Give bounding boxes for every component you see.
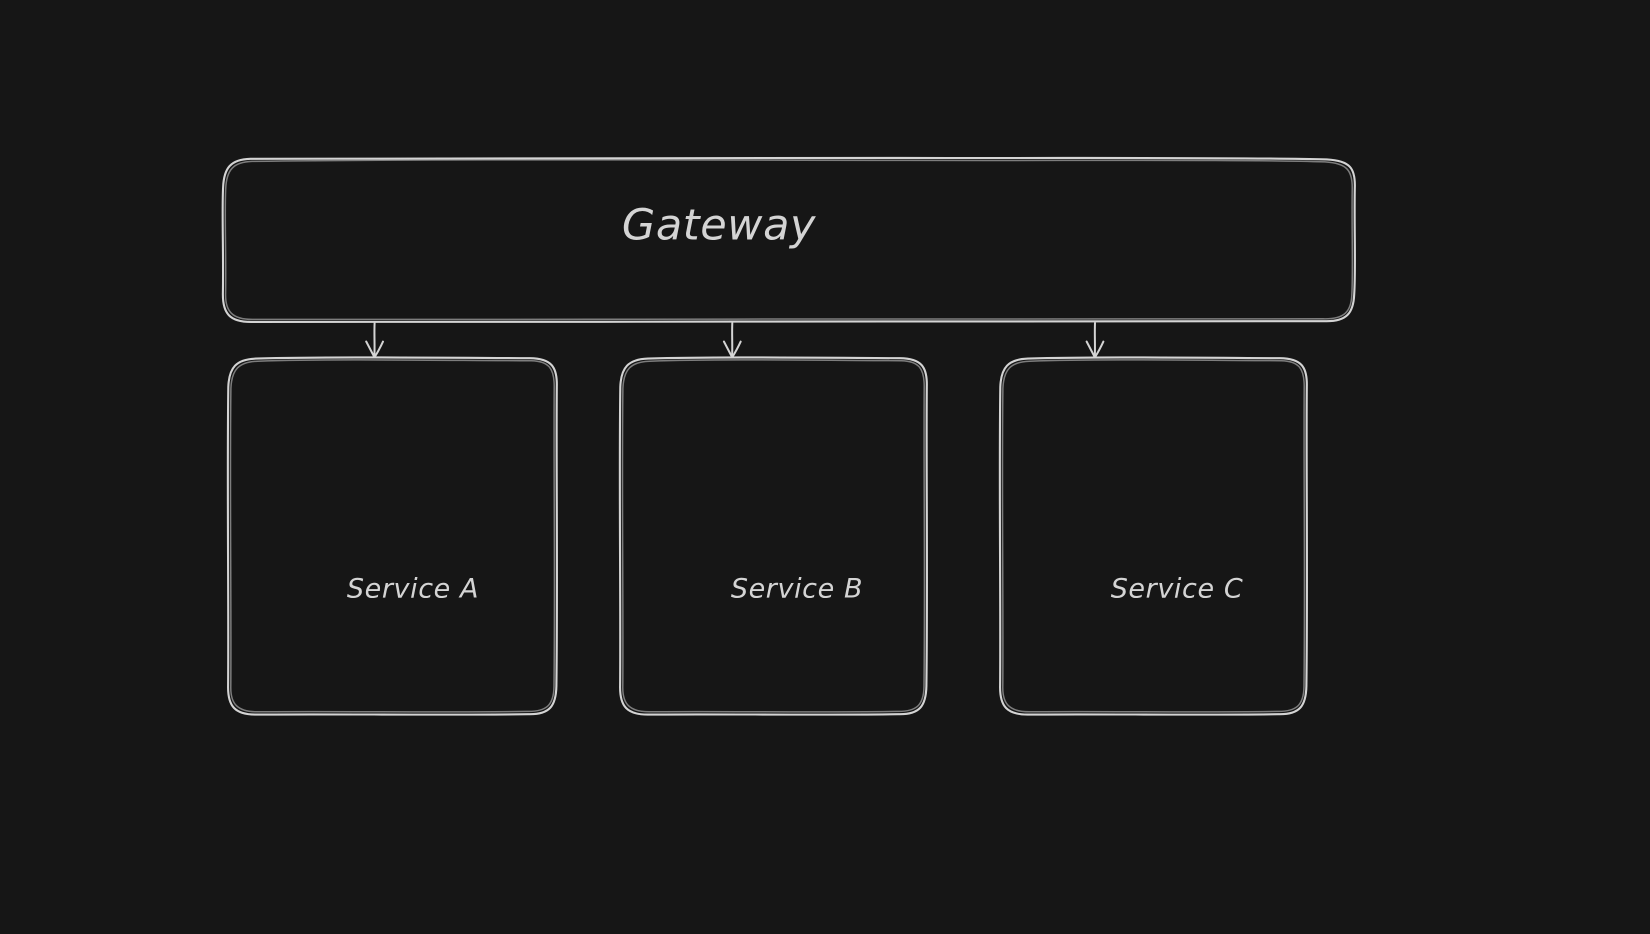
arrow-head-icon <box>1085 340 1105 359</box>
service-a-label: Service A <box>347 574 479 605</box>
node-service-b[interactable]: Service B <box>618 356 929 716</box>
service-c-box-outline <box>998 356 1309 716</box>
arrow-head-icon <box>365 340 384 359</box>
connector-gateway-to-service-a <box>365 322 384 359</box>
node-service-a[interactable]: Service A <box>226 356 559 716</box>
arrow-head-icon <box>722 340 742 359</box>
service-c-box-outline-sketch-overlay <box>1001 359 1306 713</box>
service-b-box-outline-sketch-overlay <box>621 359 926 713</box>
node-gateway[interactable]: Gateway <box>221 156 1357 324</box>
node-service-c[interactable]: Service C <box>998 356 1309 716</box>
service-a-box-outline <box>226 356 559 716</box>
gateway-box-outline <box>221 156 1357 324</box>
gateway-box-outline-sketch-overlay <box>224 159 1354 321</box>
service-c-label: Service C <box>1111 574 1244 605</box>
gateway-label: Gateway <box>622 201 816 251</box>
connector-gateway-to-service-b <box>722 322 742 359</box>
connector-gateway-to-service-c <box>1085 322 1105 359</box>
service-a-box-outline-sketch-overlay <box>229 359 556 713</box>
service-b-label: Service B <box>731 574 863 605</box>
service-b-box-outline <box>618 356 929 716</box>
